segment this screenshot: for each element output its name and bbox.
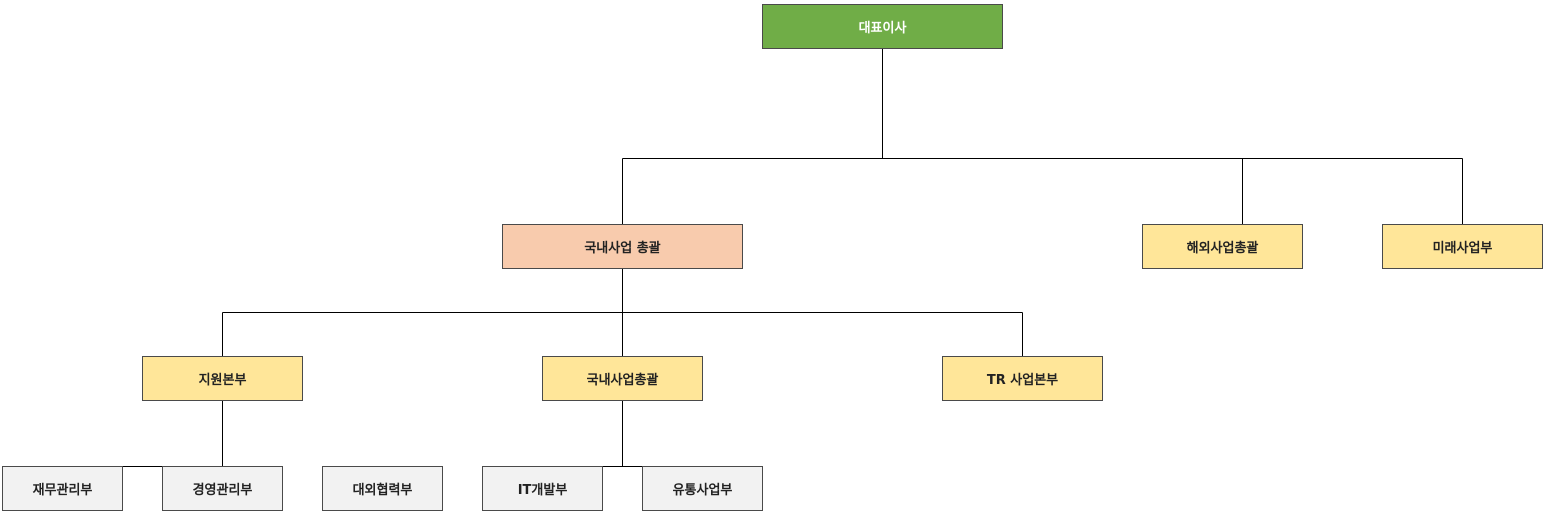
node-label: 경영관리부 [192, 483, 253, 498]
node-support-hq: 지원본부 [142, 356, 303, 401]
node-label: 국내사업총괄 [586, 373, 659, 388]
node-domestic-business-general: 국내사업총괄 [542, 356, 703, 401]
node-future-business: 미래사업부 [1382, 224, 1543, 269]
node-ceo: 대표이사 [762, 4, 1003, 49]
node-external-affairs-dept: 대외협력부 [322, 466, 443, 511]
node-management-dept: 경영관리부 [162, 466, 283, 511]
node-label: 대외협력부 [352, 483, 413, 498]
node-label: 해외사업총괄 [1186, 241, 1259, 256]
node-it-development-dept: IT개발부 [482, 466, 603, 511]
node-label: IT개발부 [517, 483, 568, 498]
node-label: 유통사업부 [672, 483, 733, 498]
node-label: 지원본부 [198, 373, 247, 388]
node-tr-business-hq: TR 사업본부 [942, 356, 1103, 401]
node-label: 미래사업부 [1432, 241, 1493, 256]
node-label: 재무관리부 [32, 483, 93, 498]
node-label: 국내사업 총괄 [584, 241, 661, 256]
node-domestic-business-head: 국내사업 총괄 [502, 224, 743, 269]
node-distribution-dept: 유통사업부 [642, 466, 763, 511]
node-label: 대표이사 [858, 21, 907, 36]
node-label: TR 사업본부 [986, 373, 1059, 388]
node-finance-dept: 재무관리부 [2, 466, 123, 511]
node-overseas-business-head: 해외사업총괄 [1142, 224, 1303, 269]
